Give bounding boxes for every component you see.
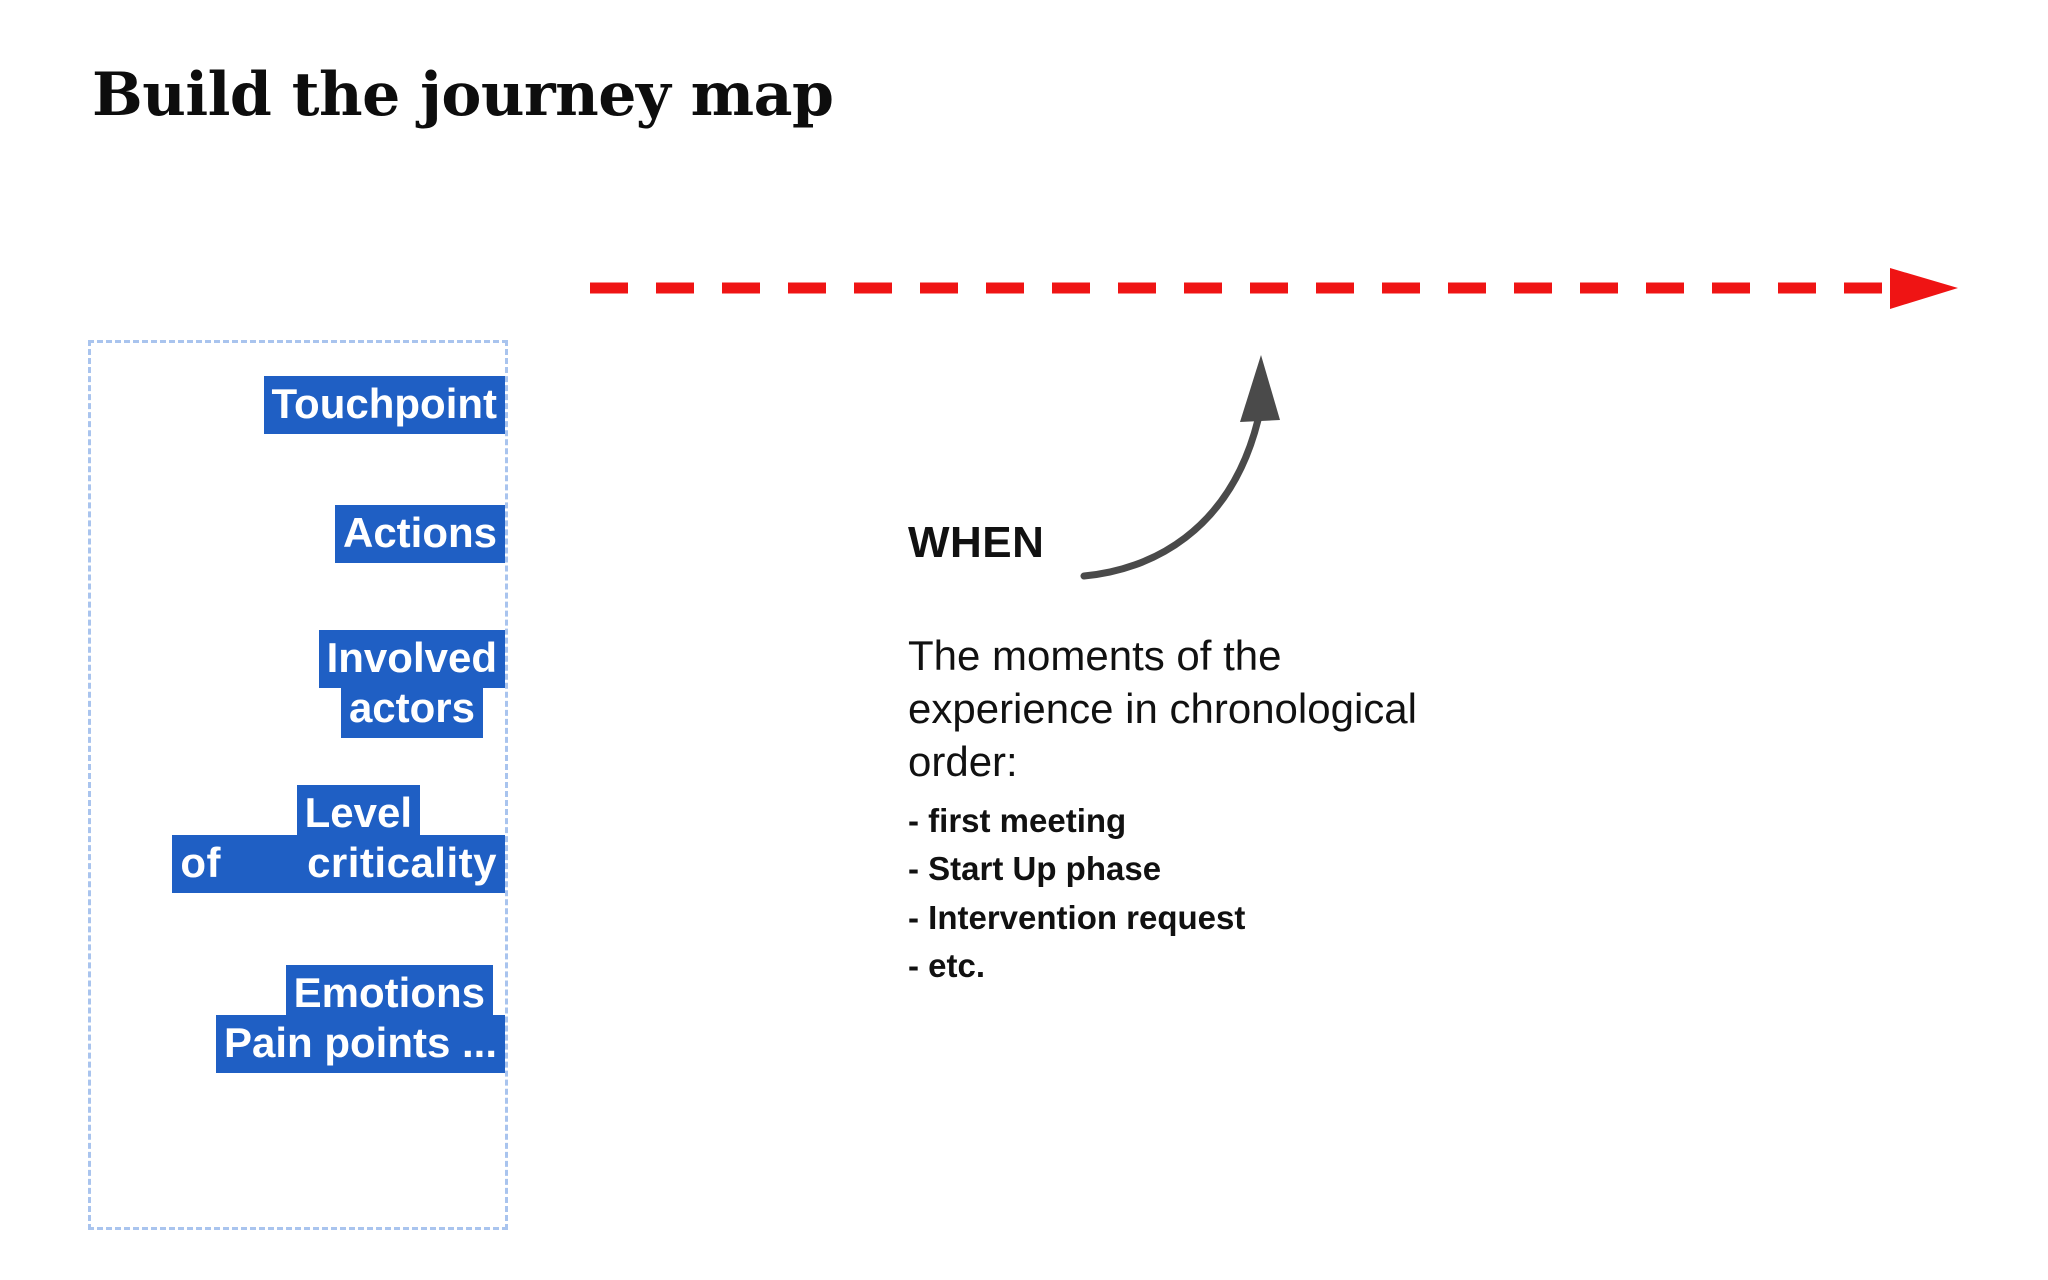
list-item: - Intervention request xyxy=(908,898,1246,936)
aspect-label-criticality: criticality xyxy=(307,838,497,886)
aspect-group-involved-actors: Involved actors xyxy=(91,630,567,738)
list-item: - first meeting xyxy=(908,801,1127,839)
list-item: - Start Up phase xyxy=(908,850,1162,888)
when-label: WHEN xyxy=(908,518,1045,567)
page-title: Build the journey map xyxy=(92,60,834,130)
when-to-timeline-curved-arrow xyxy=(1080,300,1340,580)
aspect-label-level: Level xyxy=(296,785,420,843)
when-bullet-list: - first meeting - Start Up phase - Inter… xyxy=(908,797,1428,991)
aspect-group-actions: Actions xyxy=(91,505,580,563)
aspect-label-actions: Actions xyxy=(334,505,505,563)
when-description-block: The moments of the experience in chronol… xyxy=(908,630,1428,991)
journey-map-aspects-box: Touchpoint Actions Involved actors Level… xyxy=(88,340,508,1230)
curved-arrowhead-icon xyxy=(1240,355,1280,422)
curved-arrow-path xyxy=(1080,416,1262,580)
timeline-arrow-svg xyxy=(590,268,1958,309)
when-paragraph: The moments of the experience in chronol… xyxy=(908,632,1417,785)
chronology-timeline-arrow xyxy=(590,268,1960,328)
aspect-label-pain-points: Pain points ... xyxy=(215,1014,505,1073)
aspect-group-touchpoint: Touchpoint xyxy=(91,376,547,434)
aspect-label-emotions: Emotions xyxy=(285,965,493,1023)
timeline-arrowhead-icon xyxy=(1890,268,1958,309)
aspect-label-touchpoint: Touchpoint xyxy=(263,376,505,434)
aspect-group-level-of-criticality: Level of criticality xyxy=(91,785,515,893)
aspect-label-involved: Involved xyxy=(318,630,505,688)
curved-arrow-svg xyxy=(1080,355,1280,580)
aspect-label-of: of xyxy=(180,838,222,886)
aspect-group-emotions-pain-points: Emotions Pain points ... xyxy=(91,965,527,1073)
list-item: - etc. xyxy=(908,947,986,985)
aspect-label-actors: actors xyxy=(340,679,483,738)
